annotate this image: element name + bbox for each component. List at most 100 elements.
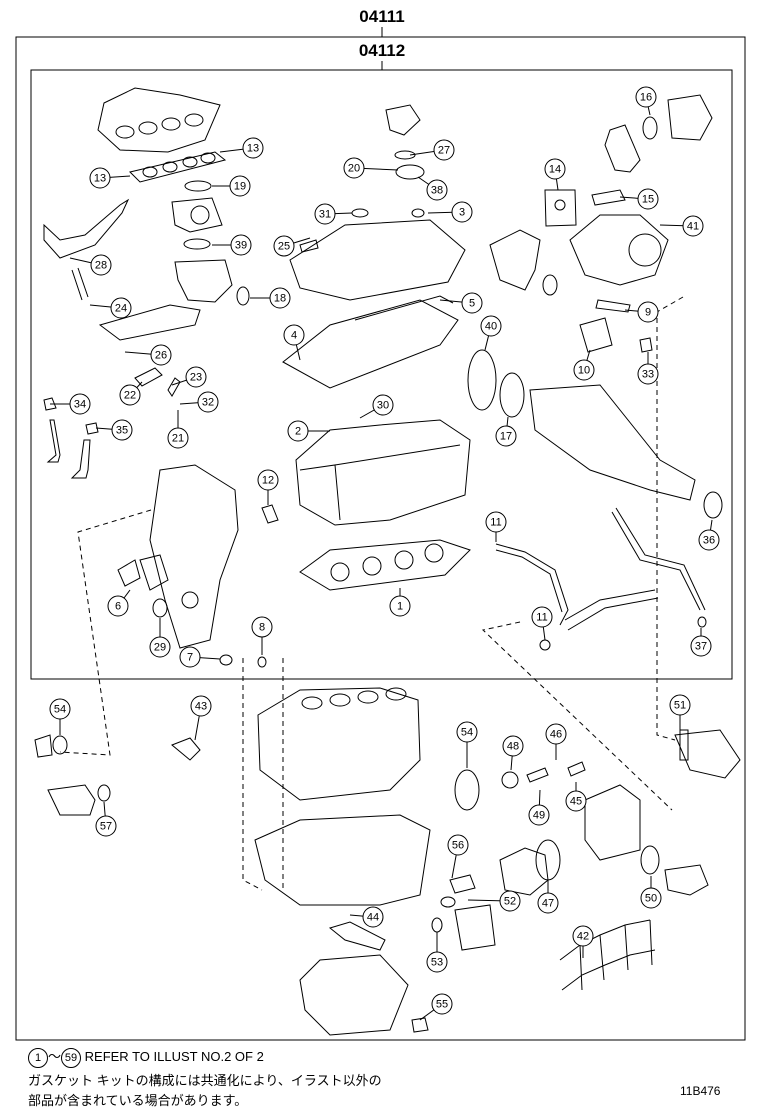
callout-13: 13 (89, 167, 131, 189)
callout-55: 55 (419, 993, 453, 1021)
callout-10: 10 (573, 349, 595, 381)
head-cover-gasket (282, 299, 459, 389)
callout-51: 51 (669, 694, 691, 730)
callout-number: 11 (490, 517, 501, 529)
callout-24: 24 (89, 297, 132, 319)
oil-filler-cap (385, 104, 421, 136)
illustration-code: 11B476 (680, 1084, 721, 1098)
callout-number: 17 (500, 431, 512, 443)
callout-circle (242, 137, 264, 159)
callout-number: 26 (155, 350, 167, 362)
callout-circle (499, 890, 521, 912)
callout-circle (461, 292, 483, 314)
cylinder-head-cover (289, 219, 466, 301)
callout-39: 39 (212, 234, 252, 256)
callout-circle (372, 394, 394, 416)
callout-19: 19 (212, 175, 251, 197)
callout-circle (637, 301, 659, 323)
callout-circle (95, 815, 117, 837)
callout-circle (637, 363, 659, 385)
callout-circle (257, 469, 279, 491)
callout-14: 14 (544, 158, 566, 191)
callout-number: 44 (367, 912, 379, 924)
callout-36: 36 (698, 519, 720, 551)
callout-circle (698, 529, 720, 551)
callout-circle (451, 201, 473, 223)
callout-number: 57 (100, 821, 112, 833)
callout-circle (119, 384, 141, 406)
callout-number: 25 (278, 241, 290, 253)
callout-21: 21 (167, 410, 189, 449)
callout-11: 11 (531, 606, 553, 641)
callout-circle (669, 694, 691, 716)
callout-circle (495, 425, 517, 447)
callout-circle (110, 297, 132, 319)
callout-number: 24 (115, 303, 127, 315)
callout-16: 16 (635, 86, 657, 116)
callout-circle (229, 175, 251, 197)
callout-3: 3 (427, 201, 473, 223)
callout-number: 4 (291, 330, 297, 342)
water-pump (499, 847, 549, 896)
callout-7: 7 (179, 646, 221, 668)
callout-number: 11 (536, 612, 547, 624)
callout-12: 12 (257, 469, 279, 505)
callout-number: 13 (94, 173, 106, 185)
footer-reference: 1～59 REFER TO ILLUST NO.2 OF 2 (28, 1046, 264, 1068)
callout-circle (480, 315, 502, 337)
exhaust-gasket-strip (98, 304, 201, 341)
callout-20: 20 (343, 157, 399, 179)
callout-number: 30 (377, 400, 389, 412)
callout-number: 52 (504, 896, 516, 908)
callout-number: 33 (642, 369, 654, 381)
callout-15: 15 (619, 188, 659, 210)
callout-number: 55 (436, 999, 448, 1011)
callout-circle (190, 695, 212, 717)
callout-circle (269, 287, 291, 309)
callout-circle (273, 235, 295, 257)
oil-pan (299, 954, 409, 1036)
callout-circle (447, 834, 469, 856)
callout-17: 17 (495, 416, 517, 447)
exhaust-front-pipe (529, 384, 696, 501)
callout-number: 46 (550, 729, 562, 741)
callout-circle (537, 892, 559, 914)
callout-circle (431, 993, 453, 1015)
intake-manifold (97, 87, 221, 153)
callout-circle (640, 887, 662, 909)
callout-number: 18 (274, 293, 286, 305)
callout-number: 6 (115, 601, 121, 613)
valve (46, 419, 61, 463)
callout-circle (433, 139, 455, 161)
range-separator: ～ (48, 1049, 62, 1064)
callout-number: 19 (234, 181, 246, 193)
callout-30: 30 (359, 394, 394, 419)
callout-number: 37 (695, 641, 707, 653)
callout-circle (314, 203, 336, 225)
callout-circle (502, 735, 524, 757)
callout-34: 34 (50, 393, 91, 415)
callout-number: 56 (452, 840, 464, 852)
cylinder-head-gasket (299, 539, 471, 591)
callout-circle (682, 215, 704, 237)
callout-circle (230, 234, 252, 256)
callout-number: 2 (295, 426, 301, 438)
timing-chain-cover (149, 464, 239, 649)
kit-04112-label: 04112 (359, 41, 405, 60)
callout-4: 4 (283, 324, 305, 361)
range-start-badge: 1 (28, 1048, 48, 1068)
callout-32: 32 (179, 391, 219, 413)
callout-50: 50 (640, 876, 662, 909)
callout-number: 41 (687, 221, 699, 233)
callout-8: 8 (251, 616, 273, 655)
callout-number: 16 (640, 92, 652, 104)
callout-number: 45 (570, 796, 582, 808)
callout-52: 52 (467, 890, 521, 912)
callout-circle (69, 393, 91, 415)
callout-circle (389, 595, 411, 617)
range-end-badge: 59 (61, 1048, 82, 1068)
callout-circle (573, 359, 595, 381)
footer-note-jp-line2: 部品が含まれている場合があります。 (28, 1093, 248, 1108)
callout-1: 1 (389, 588, 411, 617)
callout-circle (426, 179, 448, 201)
